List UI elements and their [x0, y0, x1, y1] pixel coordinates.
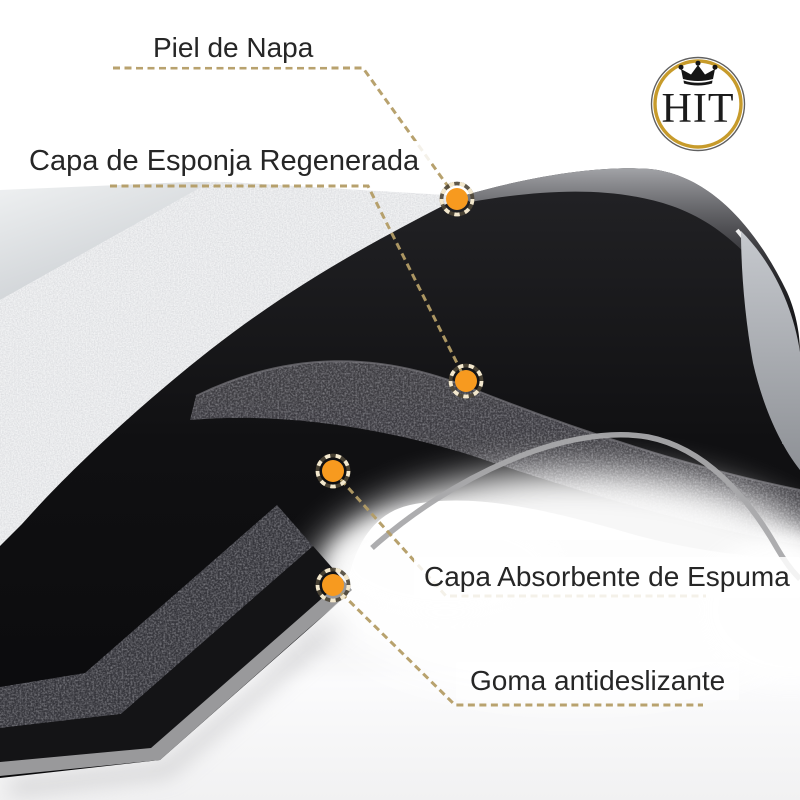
logo-text: HIT [662, 86, 735, 132]
layer-marker-esponja [448, 363, 484, 399]
layer-marker-goma [315, 567, 351, 603]
leather-arch-highlight [462, 168, 798, 326]
label-goma-antideslizante: Goma antideslizante [456, 662, 740, 701]
napa-leather-sparkle-face [0, 181, 462, 546]
layer-marker-piel-de-napa [439, 181, 475, 217]
rubber-rim-line [370, 432, 800, 581]
logo-outer-ring [650, 56, 746, 152]
crown-icon [678, 60, 718, 86]
label-piel-de-napa: Piel de Napa [135, 29, 332, 68]
layer-markers [315, 181, 484, 603]
hit-logo-badge: HIT [650, 56, 746, 152]
label-capa-absorbente-espuma: Capa Absorbente de Espuma [414, 557, 800, 599]
right-curl-underside [735, 228, 800, 470]
floor-shadow [9, 602, 361, 795]
layer-marker-absorbente [315, 453, 351, 489]
rubber-bottom-rim [0, 580, 352, 776]
bottom-layer-stripes [0, 505, 352, 776]
label-capa-esponja-regenerada: Capa de Esponja Regenerada [17, 141, 432, 183]
leader-line-goma [331, 583, 703, 707]
leader-line-esponja [110, 184, 468, 382]
